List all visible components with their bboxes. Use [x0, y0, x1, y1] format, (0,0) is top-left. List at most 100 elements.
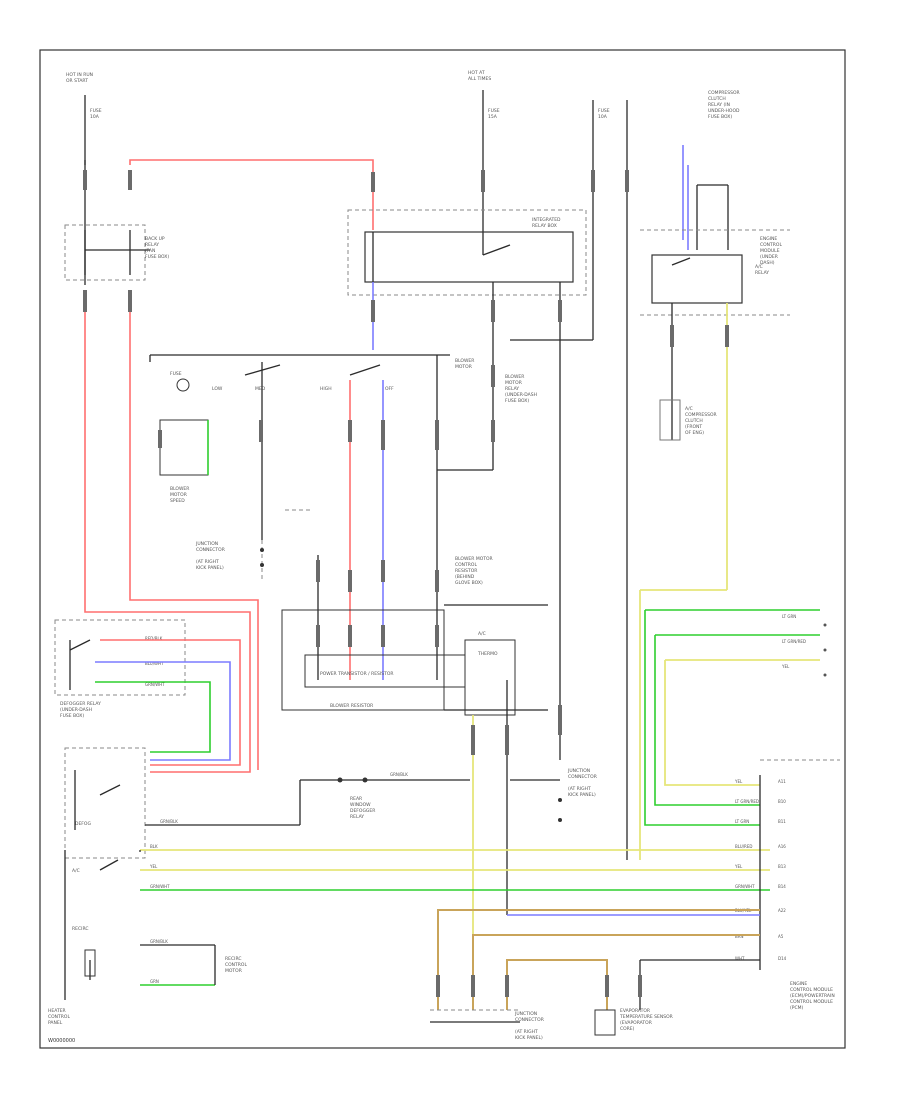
- svg-text:A/C: A/C: [72, 868, 80, 874]
- svg-text:RELAY: RELAY: [350, 814, 364, 820]
- svg-text:MED: MED: [255, 386, 266, 392]
- svg-text:GRN/WHT: GRN/WHT: [145, 682, 165, 687]
- svg-text:UNDER-HOOD: UNDER-HOOD: [708, 108, 740, 114]
- svg-text:A11: A11: [778, 779, 786, 784]
- svg-text:ENGINE: ENGINE: [790, 981, 807, 987]
- svg-text:GLOVE BOX): GLOVE BOX): [455, 580, 483, 586]
- svg-text:(AT RIGHT: (AT RIGHT: [568, 786, 591, 792]
- svg-text:KICK PANEL): KICK PANEL): [515, 1035, 543, 1041]
- red-wire-top: [129, 159, 374, 230]
- svg-text:BLOWER: BLOWER: [505, 374, 524, 380]
- svg-text:B13: B13: [778, 864, 786, 869]
- svg-text:(UNDER: (UNDER: [760, 254, 778, 260]
- svg-text:DEFOG: DEFOG: [75, 821, 91, 827]
- svg-text:KICK PANEL): KICK PANEL): [568, 792, 596, 798]
- svg-text:JUNCTION: JUNCTION: [195, 541, 218, 547]
- svg-text:(BEHIND: (BEHIND: [455, 574, 475, 580]
- svg-text:WHT: WHT: [735, 956, 745, 961]
- svg-text:CONNECTOR: CONNECTOR: [515, 1017, 544, 1023]
- svg-text:LT GRN/RED: LT GRN/RED: [735, 799, 759, 804]
- svg-text:LT GRN/RED: LT GRN/RED: [782, 639, 806, 644]
- svg-text:INTEGRATED: INTEGRATED: [532, 217, 561, 223]
- svg-text:REAR: REAR: [350, 796, 362, 802]
- svg-text:10A: 10A: [598, 114, 608, 120]
- svg-text:JUNCTION: JUNCTION: [567, 768, 590, 774]
- svg-text:TEMPERATURE SENSOR: TEMPERATURE SENSOR: [619, 1014, 673, 1020]
- svg-text:(AT RIGHT: (AT RIGHT: [515, 1029, 538, 1035]
- svg-text:(UNDER-DASH: (UNDER-DASH: [505, 392, 537, 398]
- svg-text:GRN/BLK: GRN/BLK: [150, 939, 168, 944]
- sensors-bottom: JUNCTION CONNECTOR (AT RIGHT KICK PANEL)…: [430, 1008, 673, 1041]
- svg-text:CONTROL: CONTROL: [455, 562, 477, 568]
- svg-text:YEL: YEL: [781, 664, 790, 669]
- svg-text:PANEL: PANEL: [48, 1020, 63, 1026]
- ecm-connector: YEL LT GRN/RED LT GRN BLU/RED YEL GRN/WH…: [734, 759, 840, 1011]
- ac-relay-right: COMPRESSOR CLUTCH RELAY (IN UNDER-HOOD F…: [639, 90, 790, 860]
- svg-text:(EVAPORATOR: (EVAPORATOR: [620, 1020, 652, 1026]
- svg-text:CLUTCH: CLUTCH: [685, 418, 703, 424]
- svg-text:D14: D14: [778, 956, 787, 961]
- svg-text:SPEED: SPEED: [170, 498, 185, 504]
- svg-text:CONTROL: CONTROL: [48, 1014, 70, 1020]
- svg-text:FUSE BOX): FUSE BOX): [708, 114, 732, 120]
- svg-text:FUSE: FUSE: [488, 108, 500, 114]
- svg-text:RELAY (IN: RELAY (IN: [708, 102, 730, 108]
- svg-text:RECIRC: RECIRC: [72, 926, 88, 932]
- svg-text:FUSE BOX): FUSE BOX): [60, 713, 84, 719]
- svg-text:YEL: YEL: [734, 864, 743, 869]
- fuse-label-2b: 10A: [90, 114, 100, 120]
- svg-text:RED/BLK: RED/BLK: [145, 636, 163, 641]
- svg-text:A16: A16: [778, 844, 786, 849]
- svg-text:LT GRN: LT GRN: [782, 614, 796, 619]
- svg-text:RELAY: RELAY: [145, 242, 159, 248]
- svg-text:FUSE: FUSE: [170, 371, 182, 377]
- svg-text:KICK PANEL): KICK PANEL): [196, 565, 224, 571]
- svg-text:GRN: GRN: [150, 979, 159, 984]
- fuse-label-1b: OR START: [66, 78, 88, 84]
- svg-text:GRN/WHT: GRN/WHT: [150, 884, 170, 889]
- svg-text:CONNECTOR: CONNECTOR: [568, 774, 597, 780]
- svg-text:B11: B11: [778, 819, 786, 824]
- svg-text:HOT AT: HOT AT: [468, 70, 485, 76]
- relay-left-label: BACK UP: [145, 236, 165, 242]
- svg-text:CLUTCH: CLUTCH: [708, 96, 726, 102]
- svg-text:WINDOW: WINDOW: [350, 802, 371, 808]
- svg-text:B10: B10: [778, 799, 786, 804]
- svg-text:HEATER: HEATER: [48, 1008, 66, 1014]
- svg-text:CORE): CORE): [620, 1026, 635, 1032]
- blower-resistor: POWER TRANSISTOR / RESISTOR BLOWER RESIS…: [281, 556, 548, 711]
- svg-text:RELAY: RELAY: [755, 270, 769, 276]
- relay-module-center: HOT AT ALL TIMES FUSE 15A FUSE 10A INTEG…: [347, 70, 629, 860]
- svg-text:FUSE BOX): FUSE BOX): [145, 254, 169, 260]
- svg-text:POWER TRANSISTOR / RESISTOR: POWER TRANSISTOR / RESISTOR: [320, 671, 394, 677]
- svg-text:(FRONT: (FRONT: [685, 424, 702, 430]
- interior-light: BLOWER MOTOR SPEED: [158, 419, 209, 504]
- recirc-motor: GRN/BLK GRN RECIRC CONTROL MOTOR HEATER …: [48, 939, 247, 1026]
- junction-connector: JUNCTION CONNECTOR (AT RIGHT KICK PANEL): [195, 509, 310, 580]
- svg-text:(ECM)/POWERTRAIN: (ECM)/POWERTRAIN: [790, 993, 835, 999]
- svg-text:YEL: YEL: [734, 779, 743, 784]
- fuse-label-1: HOT IN RUN: [66, 72, 93, 78]
- svg-text:ALL TIMES: ALL TIMES: [468, 76, 491, 82]
- svg-text:COMPRESSOR: COMPRESSOR: [685, 412, 717, 418]
- svg-text:MODULE: MODULE: [760, 248, 780, 254]
- svg-text:(PCM): (PCM): [790, 1005, 803, 1011]
- svg-text:MOTOR: MOTOR: [170, 492, 187, 498]
- red-wire-left: [84, 312, 251, 773]
- svg-text:HIGH: HIGH: [320, 386, 332, 392]
- svg-text:BLK: BLK: [150, 844, 158, 849]
- svg-text:OFF: OFF: [385, 386, 394, 392]
- svg-text:RELAY BOX: RELAY BOX: [532, 223, 557, 229]
- svg-text:(FAN: (FAN: [145, 248, 155, 254]
- svg-text:MOTOR: MOTOR: [225, 968, 242, 974]
- relay-left: BACK UP RELAY (FAN FUSE BOX): [64, 224, 169, 281]
- svg-text:(AT RIGHT: (AT RIGHT: [196, 559, 219, 565]
- svg-text:MOTOR: MOTOR: [455, 364, 472, 370]
- svg-text:BLOWER MOTOR: BLOWER MOTOR: [455, 556, 493, 562]
- figure-id: W0000000: [48, 1038, 75, 1044]
- svg-text:CONNECTOR: CONNECTOR: [196, 547, 225, 553]
- svg-text:LT GRN: LT GRN: [735, 819, 749, 824]
- svg-text:GRN/BLK: GRN/BLK: [390, 772, 408, 777]
- svg-text:COMPRESSOR: COMPRESSOR: [708, 90, 740, 96]
